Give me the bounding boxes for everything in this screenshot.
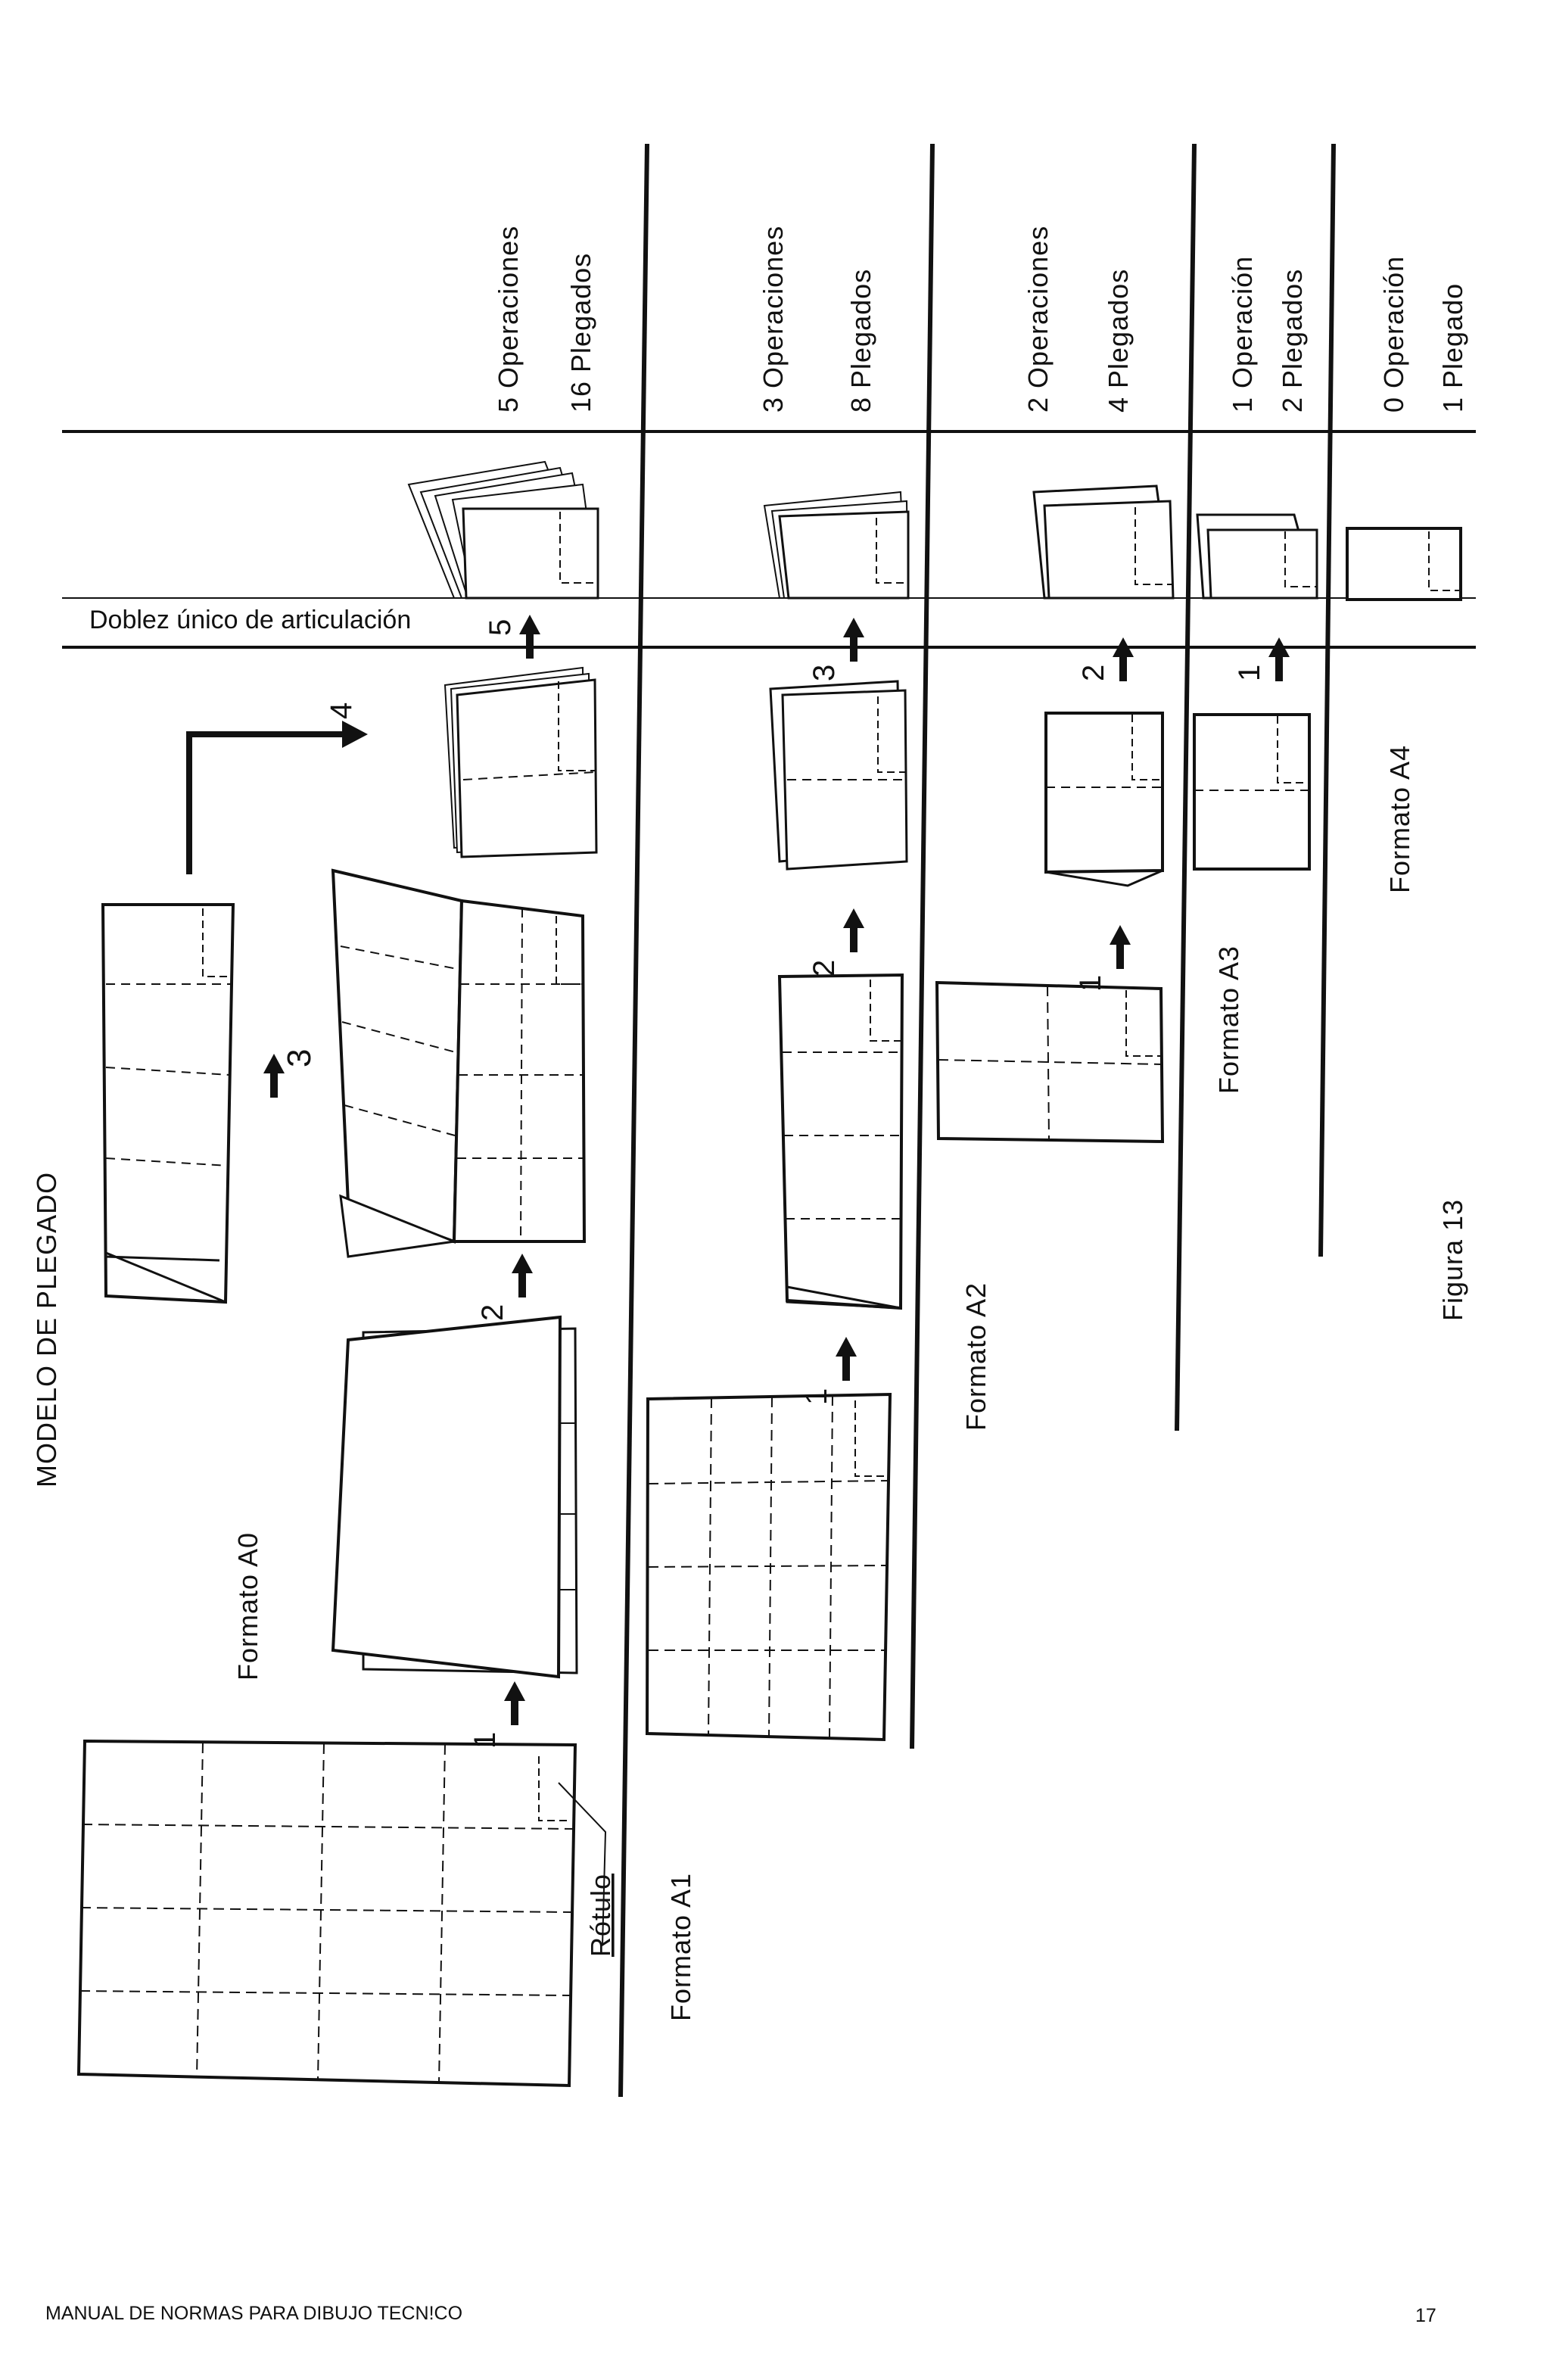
grid-lines	[62, 143, 1476, 2098]
a3-arrow-1	[1268, 637, 1290, 681]
a2-sheet-fold-1	[1044, 712, 1164, 887]
a1-operations: 3 Operaciones	[758, 226, 789, 413]
a2-step-2: 2	[1077, 665, 1110, 681]
a0-sheet-fold-1	[331, 1315, 578, 1679]
rotulo-label: Rótulo	[585, 1874, 616, 1957]
format-a3-label: Formato A3	[1213, 945, 1244, 1094]
a0-sheet-fold-2	[331, 868, 587, 1258]
a1-sheet-unfolded	[645, 1392, 892, 1742]
a4-sheet	[1346, 527, 1462, 601]
a0-arrow-5	[519, 615, 540, 659]
a0-step-1: 1	[468, 1732, 502, 1749]
a3-sheet-fold-1	[1196, 513, 1318, 600]
a1-step-1: 1	[800, 1388, 833, 1405]
page-number: 17	[1415, 2305, 1436, 2326]
page-title: MODELO DE PLEGADO	[31, 1172, 62, 1488]
rotated-labels: MODELO DE PLEGADO Formato A0 Formato A1 …	[31, 226, 1468, 2021]
a4-operations: 0 Operación	[1378, 256, 1409, 413]
a3-operations: 1 Operación	[1227, 256, 1258, 413]
format-a2-label: Formato A2	[960, 1282, 991, 1431]
a0-arrow-2	[512, 1254, 533, 1297]
a1-sheet-fold-2	[769, 680, 908, 871]
format-a4-label: Formato A4	[1384, 745, 1415, 893]
a1-folds: 8 Plegados	[845, 269, 876, 413]
a2-sheet-fold-2	[1032, 484, 1175, 600]
a0-sheet-fold-5	[407, 460, 599, 600]
a1-arrow-2	[843, 908, 864, 952]
a2-folds: 4 Plegados	[1103, 269, 1134, 413]
a2-arrow-1	[1110, 925, 1131, 969]
a1-sheet-fold-1	[777, 973, 904, 1310]
manual-title: MANUAL DE NORMAS PARA DIBUJO TECN!CO	[45, 2303, 463, 2324]
figure-label: Figura 13	[1437, 1199, 1468, 1321]
hinge-label: Doblez único de articulación	[89, 606, 411, 634]
a0-step-5: 5	[484, 619, 517, 636]
a0-step-4-arrow	[186, 721, 368, 874]
a1-sheet-fold-3	[763, 491, 910, 600]
a2-step-1: 1	[1074, 975, 1107, 992]
a2-arrow-2	[1113, 637, 1134, 681]
a0-sheet-fold-4	[444, 666, 598, 858]
a0-step-4: 4	[325, 702, 358, 719]
a3-sheet-unfolded	[1193, 713, 1311, 871]
a1-step-3: 3	[808, 665, 841, 681]
a1-step-2: 2	[808, 960, 841, 977]
a0-folds: 16 Plegados	[565, 253, 596, 413]
step-numbers: 1 2 3 4 5 1 2 3 1 2 1	[281, 619, 1266, 1749]
a0-step-3: 3	[281, 1049, 318, 1067]
a3-folds: 2 Plegados	[1277, 269, 1308, 413]
a0-arrow-1	[504, 1681, 525, 1725]
format-a1-label: Formato A1	[665, 1873, 696, 2021]
a0-operations: 5 Operaciones	[493, 226, 524, 413]
a2-sheet-unfolded	[935, 980, 1165, 1144]
a2-operations: 2 Operaciones	[1022, 226, 1054, 413]
a1-arrow-3	[843, 618, 864, 662]
a3-step-1: 1	[1233, 665, 1266, 681]
a0-sheet-fold-3	[101, 903, 235, 1304]
a0-sheet-unfolded	[76, 1739, 607, 2088]
a0-step-2: 2	[476, 1304, 509, 1321]
format-a0-label: Formato A0	[232, 1532, 263, 1681]
a1-arrow-1	[836, 1337, 857, 1381]
a4-folds: 1 Plegado	[1437, 283, 1468, 413]
